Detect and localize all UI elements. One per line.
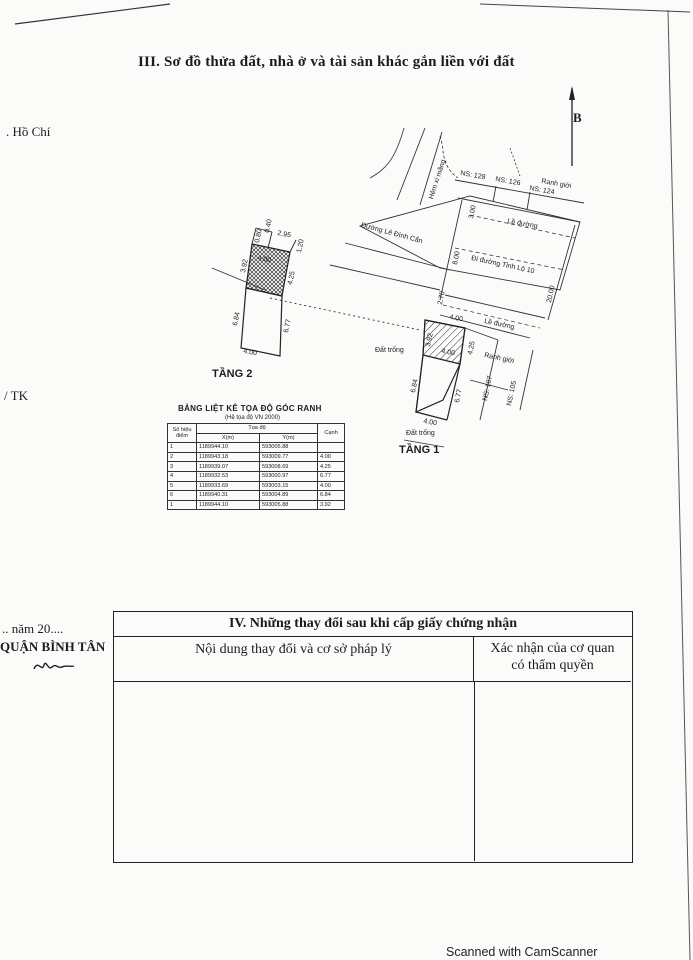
coord-cell-x: 1189943.18: [196, 451, 260, 463]
coord-cell-c: [317, 442, 345, 453]
coord-cell-c: 4.00: [317, 480, 345, 492]
tang-2-label: TẦNG 2: [212, 368, 253, 380]
parcel-line: [457, 197, 581, 223]
coord-cell-x: 1189932.53: [196, 470, 260, 482]
coord-cell-x: 1189944.10: [196, 499, 260, 511]
north-label: B: [573, 110, 582, 125]
coord-table-title: BẢNG LIỆT KÊ TỌA ĐỘ GÓC RANH: [178, 404, 322, 413]
coord-cell-p: 6: [167, 490, 197, 501]
coord-cell-x: 1189939.07: [196, 461, 260, 472]
margin-text-tk: / TK: [4, 388, 28, 403]
label-dat-trong-1: Đất trống: [375, 347, 404, 354]
label-dat-trong-2: Đất trống: [406, 430, 435, 437]
th-x: X(m): [196, 432, 260, 444]
coord-cell-c: 4.00: [317, 451, 345, 463]
coord-cell-x: 1189944.10: [196, 442, 260, 453]
road-centerline: [469, 214, 576, 239]
section-4-body-left: [114, 682, 475, 861]
page-edge-line: [667, 9, 691, 960]
coord-cell-y: 593008.69: [258, 461, 319, 472]
parcel-line: [492, 185, 497, 203]
margin-nam: năm 20....: [11, 621, 64, 636]
page-edge-line: [479, 3, 691, 13]
th-edge: Cạnh: [317, 422, 345, 444]
coord-cell-c: 3.92: [317, 499, 345, 511]
coord-cell-x: 1189940.31: [196, 490, 260, 501]
coord-cell-p: 1: [167, 442, 197, 453]
coord-table-subtitle: (Hệ tọa độ VN 2000): [225, 415, 281, 421]
coord-cell-y: 593009.77: [258, 451, 319, 463]
alley-line: [419, 131, 443, 206]
section-4-col-confirm: Xác nhận của cơ quan có thẩm quyền: [474, 636, 631, 682]
coord-cell-p: 5: [167, 480, 197, 492]
road-centerline: [442, 304, 541, 329]
signature-mark: [33, 662, 75, 670]
road-edge: [439, 199, 463, 301]
section-4-col-content: Nội dung thay đổi và cơ sở pháp lý: [114, 636, 474, 682]
page-edge-line: [14, 3, 171, 25]
tang-2-plot: [240, 227, 297, 357]
tang-1-plot: [403, 319, 534, 448]
col-confirm-line1: Xác nhận của cơ quan: [490, 641, 615, 656]
coord-cell-y: 593005.88: [258, 442, 319, 453]
ranh-gioi-line: [509, 147, 521, 177]
coord-cell-p: 2: [167, 451, 197, 463]
alley-curve: [369, 127, 405, 179]
parcel-line: [454, 179, 585, 204]
th-point: Số hiệu điểm: [167, 422, 197, 444]
section-3-title: III. Sơ đồ thửa đất, nhà ở và tài sản kh…: [138, 54, 515, 70]
th-coords: Tọa độ: [196, 423, 318, 434]
coord-cell-c: 6.84: [317, 490, 345, 501]
col-confirm-line2: có thẩm quyền: [511, 658, 594, 673]
th-y: Y(m): [258, 432, 319, 444]
north-arrow-icon: [569, 86, 575, 166]
margin-text-ho-chi: . Hồ Chí: [6, 124, 51, 139]
coord-cell-p: 4: [167, 470, 197, 482]
road-centerline: [454, 247, 566, 271]
coord-cell-y: 593004.89: [258, 490, 319, 501]
coord-cell-y: 593003.15: [258, 480, 319, 492]
road-edge: [344, 242, 451, 271]
road-edge: [439, 314, 531, 339]
road-edge: [444, 294, 546, 319]
boundary-dotted: [269, 297, 421, 331]
coord-cell-c: 6.77: [317, 470, 345, 482]
parcel-line: [526, 191, 531, 211]
alley-curve: [439, 135, 459, 179]
tang-1-label: TẦNG 1: [399, 444, 440, 456]
section-4-table: IV. Những thay đổi sau khi cấp giấy chứn…: [113, 611, 633, 863]
coord-cell-x: 1189933.69: [196, 480, 260, 492]
coord-cell-p: 1: [167, 499, 197, 511]
road-outline: [358, 195, 581, 291]
coord-cell-p: 3: [167, 461, 197, 472]
coord-cell-y: 593000.97: [258, 470, 319, 482]
road-edge: [329, 264, 441, 291]
margin-tk: TK: [10, 388, 28, 403]
road-edge: [547, 224, 576, 321]
section-4-title: IV. Những thay đổi sau khi cấp giấy chứn…: [114, 612, 632, 637]
alley-line: [396, 127, 426, 201]
coord-cell-y: 593005.88: [258, 499, 319, 511]
margin-quan-binh-tan: QUẬN BÌNH TÂN: [0, 639, 106, 654]
margin-ho-chi: Hồ Chí: [12, 124, 51, 139]
scanned-footer: Scanned with CamScanner: [446, 945, 598, 959]
coord-cell-c: 4.25: [317, 461, 345, 472]
margin-text-nam: .. năm 20....: [2, 621, 64, 636]
